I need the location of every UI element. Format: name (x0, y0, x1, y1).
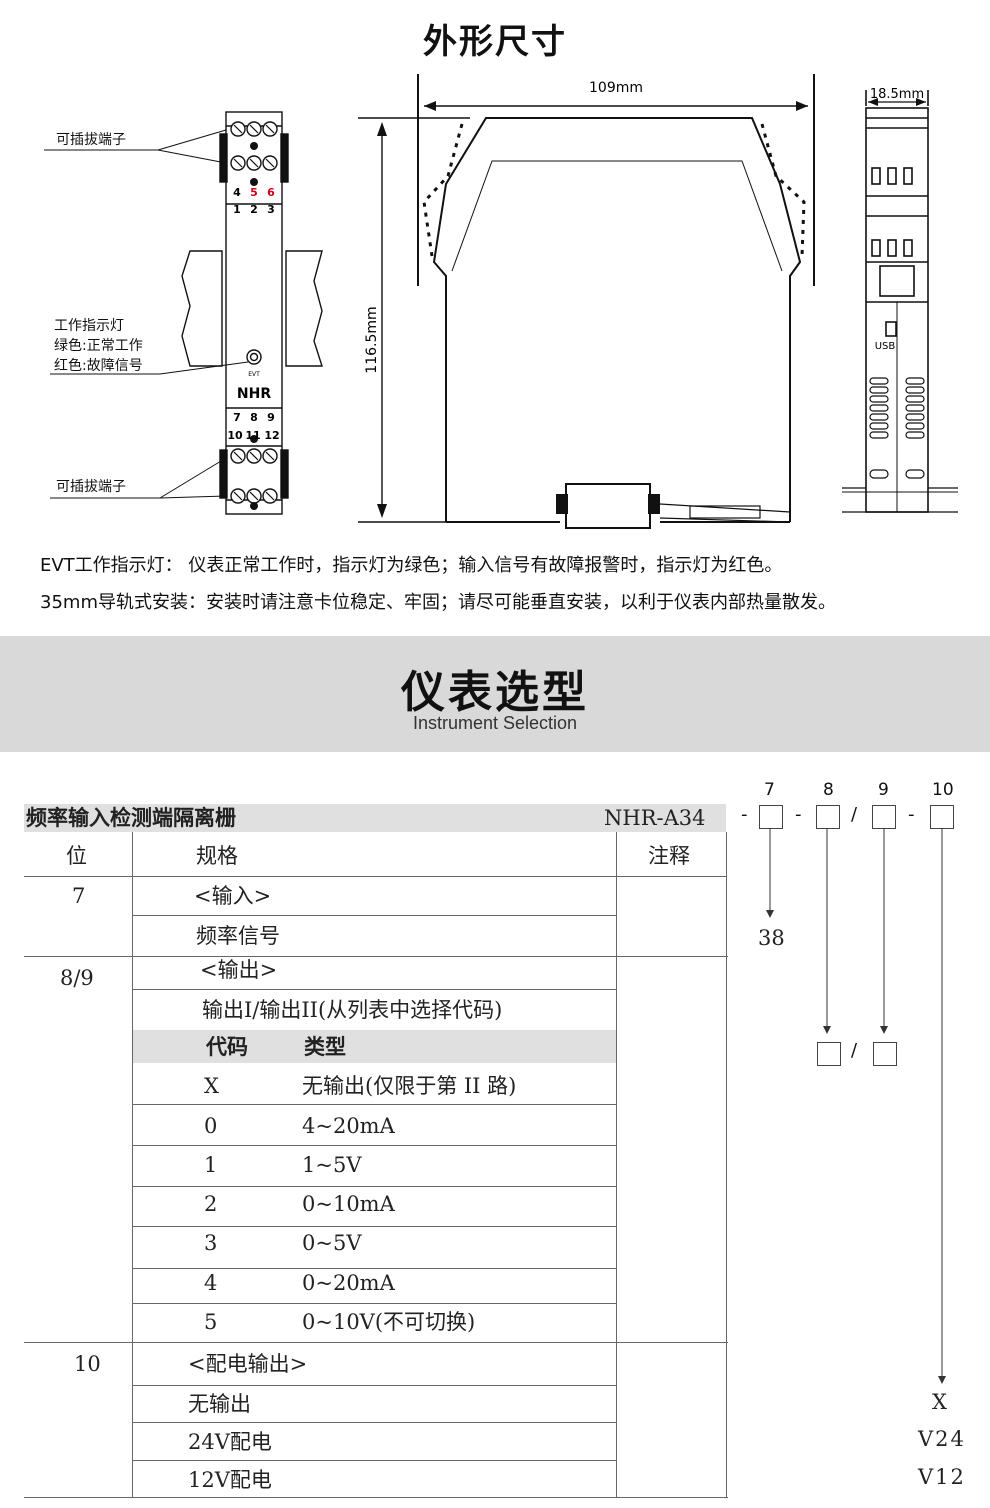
note-evt: EVT工作指示灯： 仪表正常工作时，指示灯为绿色；输入信号有故障报警时，指示灯为… (40, 555, 783, 576)
selection-title: 仪表选型 (401, 667, 589, 718)
group-power-title: <配电输出> (188, 1352, 308, 1376)
usb-label: USB (875, 341, 896, 352)
group-power-position: 10 (74, 1352, 101, 1376)
output-row-code: 4 (204, 1271, 218, 1295)
terminal-callout-bottom: 可插拔端子 (56, 479, 126, 495)
terminal-label: 7 (233, 411, 241, 424)
terminal-callout-top: 可插拔端子 (56, 132, 126, 148)
group-input-code: 38 (758, 926, 785, 950)
power-row-label: 12V配电 (188, 1468, 272, 1492)
terminal-label: 1 (233, 203, 241, 216)
power-row-label: 无输出 (188, 1392, 251, 1416)
led-callout-line3: 红色:故障信号 (54, 358, 143, 374)
terminal-label: 11 (245, 429, 260, 442)
terminal-label: 8 (250, 411, 258, 424)
code-box-8 (816, 805, 840, 829)
code-position: 10 (932, 780, 954, 800)
group-input-item: 频率信号 (196, 924, 280, 948)
output-row-type: 0~10V(不可切换) (302, 1310, 476, 1334)
front-view (181, 111, 323, 515)
header-position: 位 (66, 844, 87, 868)
width-dimension-label: 109mm (589, 80, 643, 96)
end-view (842, 90, 958, 513)
led-callout-line1: 工作指示灯 (54, 318, 124, 334)
power-row-code: V24 (918, 1427, 966, 1451)
led-label: EVT (248, 371, 260, 378)
dimension-drawing: 4 5 6 1 2 3 7 8 9 10 11 12 EVT NHR (44, 74, 958, 529)
side-view (358, 74, 815, 529)
output-row-type: 0~20mA (302, 1271, 395, 1295)
output-row-type: 1~5V (302, 1153, 362, 1177)
code-position: 9 (878, 780, 889, 800)
output-row-type: 0~5V (302, 1231, 362, 1255)
terminal-label: 10 (227, 429, 243, 442)
output-row-type: 4~20mA (302, 1114, 395, 1138)
code-separator: / (851, 1040, 858, 1061)
code-box-9-result (873, 1042, 897, 1066)
output-type-header: 类型 (304, 1034, 346, 1059)
power-row-label: 24V配电 (188, 1430, 272, 1454)
output-row-code: 3 (204, 1231, 218, 1255)
header-note: 注释 (648, 844, 690, 868)
terminal-label: 5 (250, 186, 258, 199)
output-row-code: X (204, 1074, 219, 1098)
terminal-label: 9 (267, 411, 275, 424)
group-output-position: 8/9 (60, 966, 94, 990)
code-position: 7 (764, 780, 775, 800)
terminal-label: 6 (267, 186, 275, 199)
power-row-code: V12 (918, 1465, 966, 1489)
product-model: NHR-A34 (604, 806, 706, 830)
output-row-code: 1 (204, 1153, 218, 1177)
group-output-desc: 输出I/输出II(从列表中选择代码) (202, 998, 503, 1022)
output-row-code: 0 (204, 1114, 218, 1138)
output-row-code: 5 (204, 1310, 218, 1334)
terminal-label: 3 (267, 203, 275, 216)
code-separator: - (741, 804, 748, 825)
product-header-bar (24, 804, 726, 832)
terminal-label: 12 (264, 429, 279, 442)
selection-subtitle: Instrument Selection (412, 713, 578, 733)
output-row-code: 2 (204, 1192, 218, 1216)
height-dimension-label: 116.5mm (364, 306, 380, 373)
led-callout-line2: 绿色:正常工作 (54, 338, 143, 354)
code-box-8-result (817, 1042, 841, 1066)
code-position: 8 (823, 780, 834, 800)
code-separator: - (908, 804, 915, 825)
code-box-10 (930, 805, 954, 829)
group-input-position: 7 (72, 884, 86, 908)
terminal-label: 2 (250, 203, 258, 216)
code-box-7 (759, 805, 783, 829)
product-name: 频率输入检测端隔离栅 (26, 805, 236, 830)
code-box-9 (872, 805, 896, 829)
output-code-header: 代码 (206, 1034, 248, 1059)
depth-dimension-label: 18.5mm (870, 87, 924, 102)
brand-logo: NHR (237, 386, 271, 402)
code-separator: / (851, 804, 858, 825)
terminal-label: 4 (233, 186, 241, 199)
code-separator: - (795, 804, 802, 825)
output-code-header-bar (133, 1030, 616, 1063)
header-spec: 规格 (196, 844, 238, 868)
group-input-title: <输入> (194, 884, 272, 908)
power-row-code: X (932, 1390, 947, 1414)
group-output-title: <输出> (200, 958, 278, 982)
output-row-type: 0~10mA (302, 1192, 395, 1216)
output-row-type: 无输出(仅限于第 II 路) (302, 1074, 517, 1098)
selection-banner (0, 636, 990, 752)
dimensions-title: 外形尺寸 (423, 22, 567, 62)
note-mounting: 35mm导轨式安装：安装时请注意卡位稳定、牢固；请尽可能垂直安装，以利于仪表内部… (40, 592, 836, 613)
